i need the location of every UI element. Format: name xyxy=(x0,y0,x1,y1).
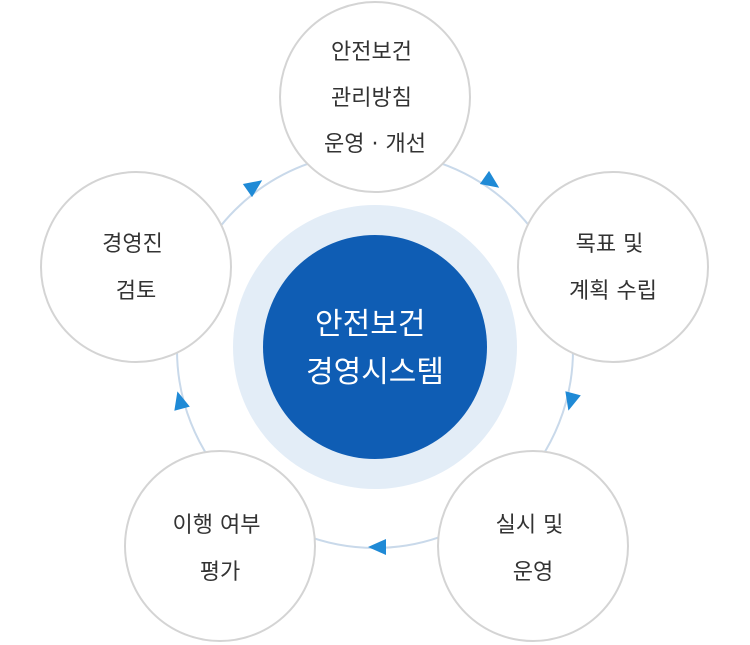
node-policy-label: 안전보건 관리방침 운영 · 개선 xyxy=(324,40,426,157)
node-policy-label-line-2: 관리방침 xyxy=(331,86,412,111)
node-evaluation: 이행 여부 평가 xyxy=(124,450,316,642)
arrow-operation-to-evaluation-icon xyxy=(368,539,386,555)
center-title-line-1: 안전보건 xyxy=(315,307,425,342)
node-evaluation-label-line-2: 평가 xyxy=(200,560,240,585)
node-review-label-line-2: 검토 xyxy=(116,279,156,304)
node-evaluation-circle xyxy=(124,450,316,642)
node-operation-circle xyxy=(437,450,629,642)
node-policy-label-line-3: 운영 · 개선 xyxy=(324,132,426,157)
direction-arrows xyxy=(174,170,581,555)
arrow-review-to-policy-icon xyxy=(242,180,263,198)
node-goals-label-line-1: 목표 및 xyxy=(576,232,644,257)
node-goals-label: 목표 및 계획 수립 xyxy=(569,232,657,304)
arrow-policy-to-goals-icon xyxy=(479,170,500,188)
node-operation-label-line-2: 운영 xyxy=(513,560,553,585)
node-operation: 실시 및 운영 xyxy=(437,450,629,642)
node-operation-label-line-1: 실시 및 xyxy=(496,513,564,538)
node-review: 경영진 검토 xyxy=(40,171,232,363)
arrow-goals-to-operation-icon xyxy=(565,391,581,411)
node-evaluation-label: 이행 여부 평가 xyxy=(173,513,268,585)
node-review-label: 경영진 검토 xyxy=(102,232,170,304)
center-title: 안전보건 경영시스템 xyxy=(306,307,444,390)
node-operation-label: 실시 및 운영 xyxy=(496,513,571,585)
center-disc xyxy=(263,235,487,459)
node-policy: 안전보건 관리방침 운영 · 개선 xyxy=(279,1,471,193)
node-goals-circle xyxy=(517,171,709,363)
center-title-line-2: 경영시스템 xyxy=(306,355,444,390)
node-policy-label-line-1: 안전보건 xyxy=(331,40,412,65)
node-evaluation-label-line-1: 이행 여부 xyxy=(173,513,261,538)
node-review-circle xyxy=(40,171,232,363)
arrow-evaluation-to-review-icon xyxy=(174,391,190,411)
node-goals: 목표 및 계획 수립 xyxy=(517,171,709,363)
node-review-label-line-1: 경영진 xyxy=(102,232,163,257)
node-policy-circle xyxy=(279,1,471,193)
node-goals-label-line-2: 계획 수립 xyxy=(569,279,657,304)
